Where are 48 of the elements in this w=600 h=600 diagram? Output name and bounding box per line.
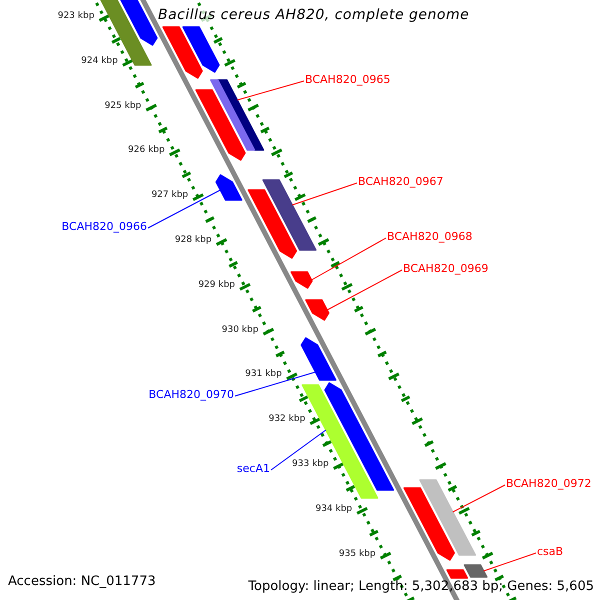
leader-line	[270, 430, 326, 470]
scale-label: 931 kbp	[245, 370, 282, 380]
scale-label: 926 kbp	[128, 146, 165, 156]
leader-line	[234, 372, 316, 396]
leader-line	[148, 190, 221, 228]
gene-label: BCAH820_0966	[62, 221, 147, 234]
scale-label: 927 kbp	[151, 191, 188, 202]
gene-label: csaB	[537, 546, 564, 558]
gene-bar	[262, 179, 317, 251]
gene-bar	[419, 479, 476, 556]
accession-text: Accession: NC_011773	[8, 575, 156, 590]
scale-label: 933 kbp	[292, 460, 329, 470]
scale-label: 925 kbp	[104, 102, 142, 112]
gene-bar	[182, 26, 220, 73]
gene-bar	[290, 271, 313, 289]
gene-label: BCAH820_0969	[403, 263, 488, 276]
leader-line	[452, 484, 506, 512]
gene-bar	[300, 337, 336, 381]
gene-bar	[248, 189, 298, 259]
scale-label: 932 kbp	[268, 415, 306, 426]
gene-bar	[162, 26, 203, 79]
leader-line	[236, 80, 304, 100]
scale-label: 930 kbp	[222, 326, 258, 336]
gene-label: BCAH820_0968	[387, 231, 472, 244]
leader-line	[310, 238, 386, 280]
leader-line	[326, 270, 402, 310]
gene-label: secA1	[236, 463, 270, 476]
gene-bar	[464, 564, 488, 578]
gene-label: BCAH820_0967	[358, 176, 444, 188]
gene-label: BCAH820_0970	[148, 389, 234, 402]
diagram-title: Bacillus cereus AH820, complete genome	[158, 8, 470, 24]
gene-bar	[403, 487, 455, 561]
scale-label: 934 kbp	[315, 504, 352, 515]
leader-line	[292, 182, 358, 206]
gene-bar	[446, 569, 468, 579]
gene-label: BCAH820_0972	[506, 478, 592, 490]
genome-info-text: Topology: linear; Length: 5,302,683 bp; Genes: 5,605	[248, 580, 594, 594]
leader-line	[483, 552, 536, 572]
gene-bar	[215, 174, 242, 201]
scale-label: 923 kbp	[58, 12, 94, 22]
scale-label: 928 kbp	[174, 236, 212, 246]
gene-label: BCAH820_0965	[305, 74, 390, 86]
scale-label: 929 kbp	[198, 280, 235, 291]
scale-label: 924 kbp	[81, 56, 118, 67]
gene-bar	[195, 89, 246, 161]
gene-bar	[305, 299, 330, 321]
gene-bar	[210, 79, 256, 151]
scale-label: 935 kbp	[338, 550, 376, 560]
